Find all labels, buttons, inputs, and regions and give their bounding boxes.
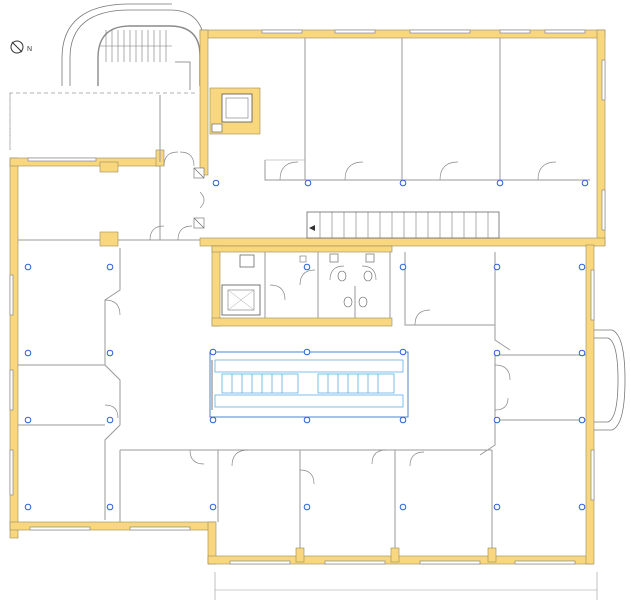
- straight-stair: [306, 211, 500, 239]
- west-offices: [18, 248, 219, 522]
- north-label: N: [27, 46, 32, 53]
- main-building-walls: [9, 244, 626, 600]
- column-marker-icon: [212, 179, 220, 187]
- escalator-atrium: [209, 351, 409, 418]
- elevator-north: [209, 87, 261, 135]
- west-annex: [9, 95, 205, 539]
- north-arrow-icon: [10, 40, 24, 54]
- site-boundary: [9, 92, 196, 150]
- curved-stair-tower: [61, 3, 206, 90]
- service-core: [211, 245, 393, 327]
- north-wing-rooms: [264, 38, 590, 181]
- east-offices: [404, 252, 586, 456]
- south-offices: [218, 449, 497, 563]
- column-markers: [24, 179, 589, 511]
- stair-arrow-icon: [309, 225, 315, 231]
